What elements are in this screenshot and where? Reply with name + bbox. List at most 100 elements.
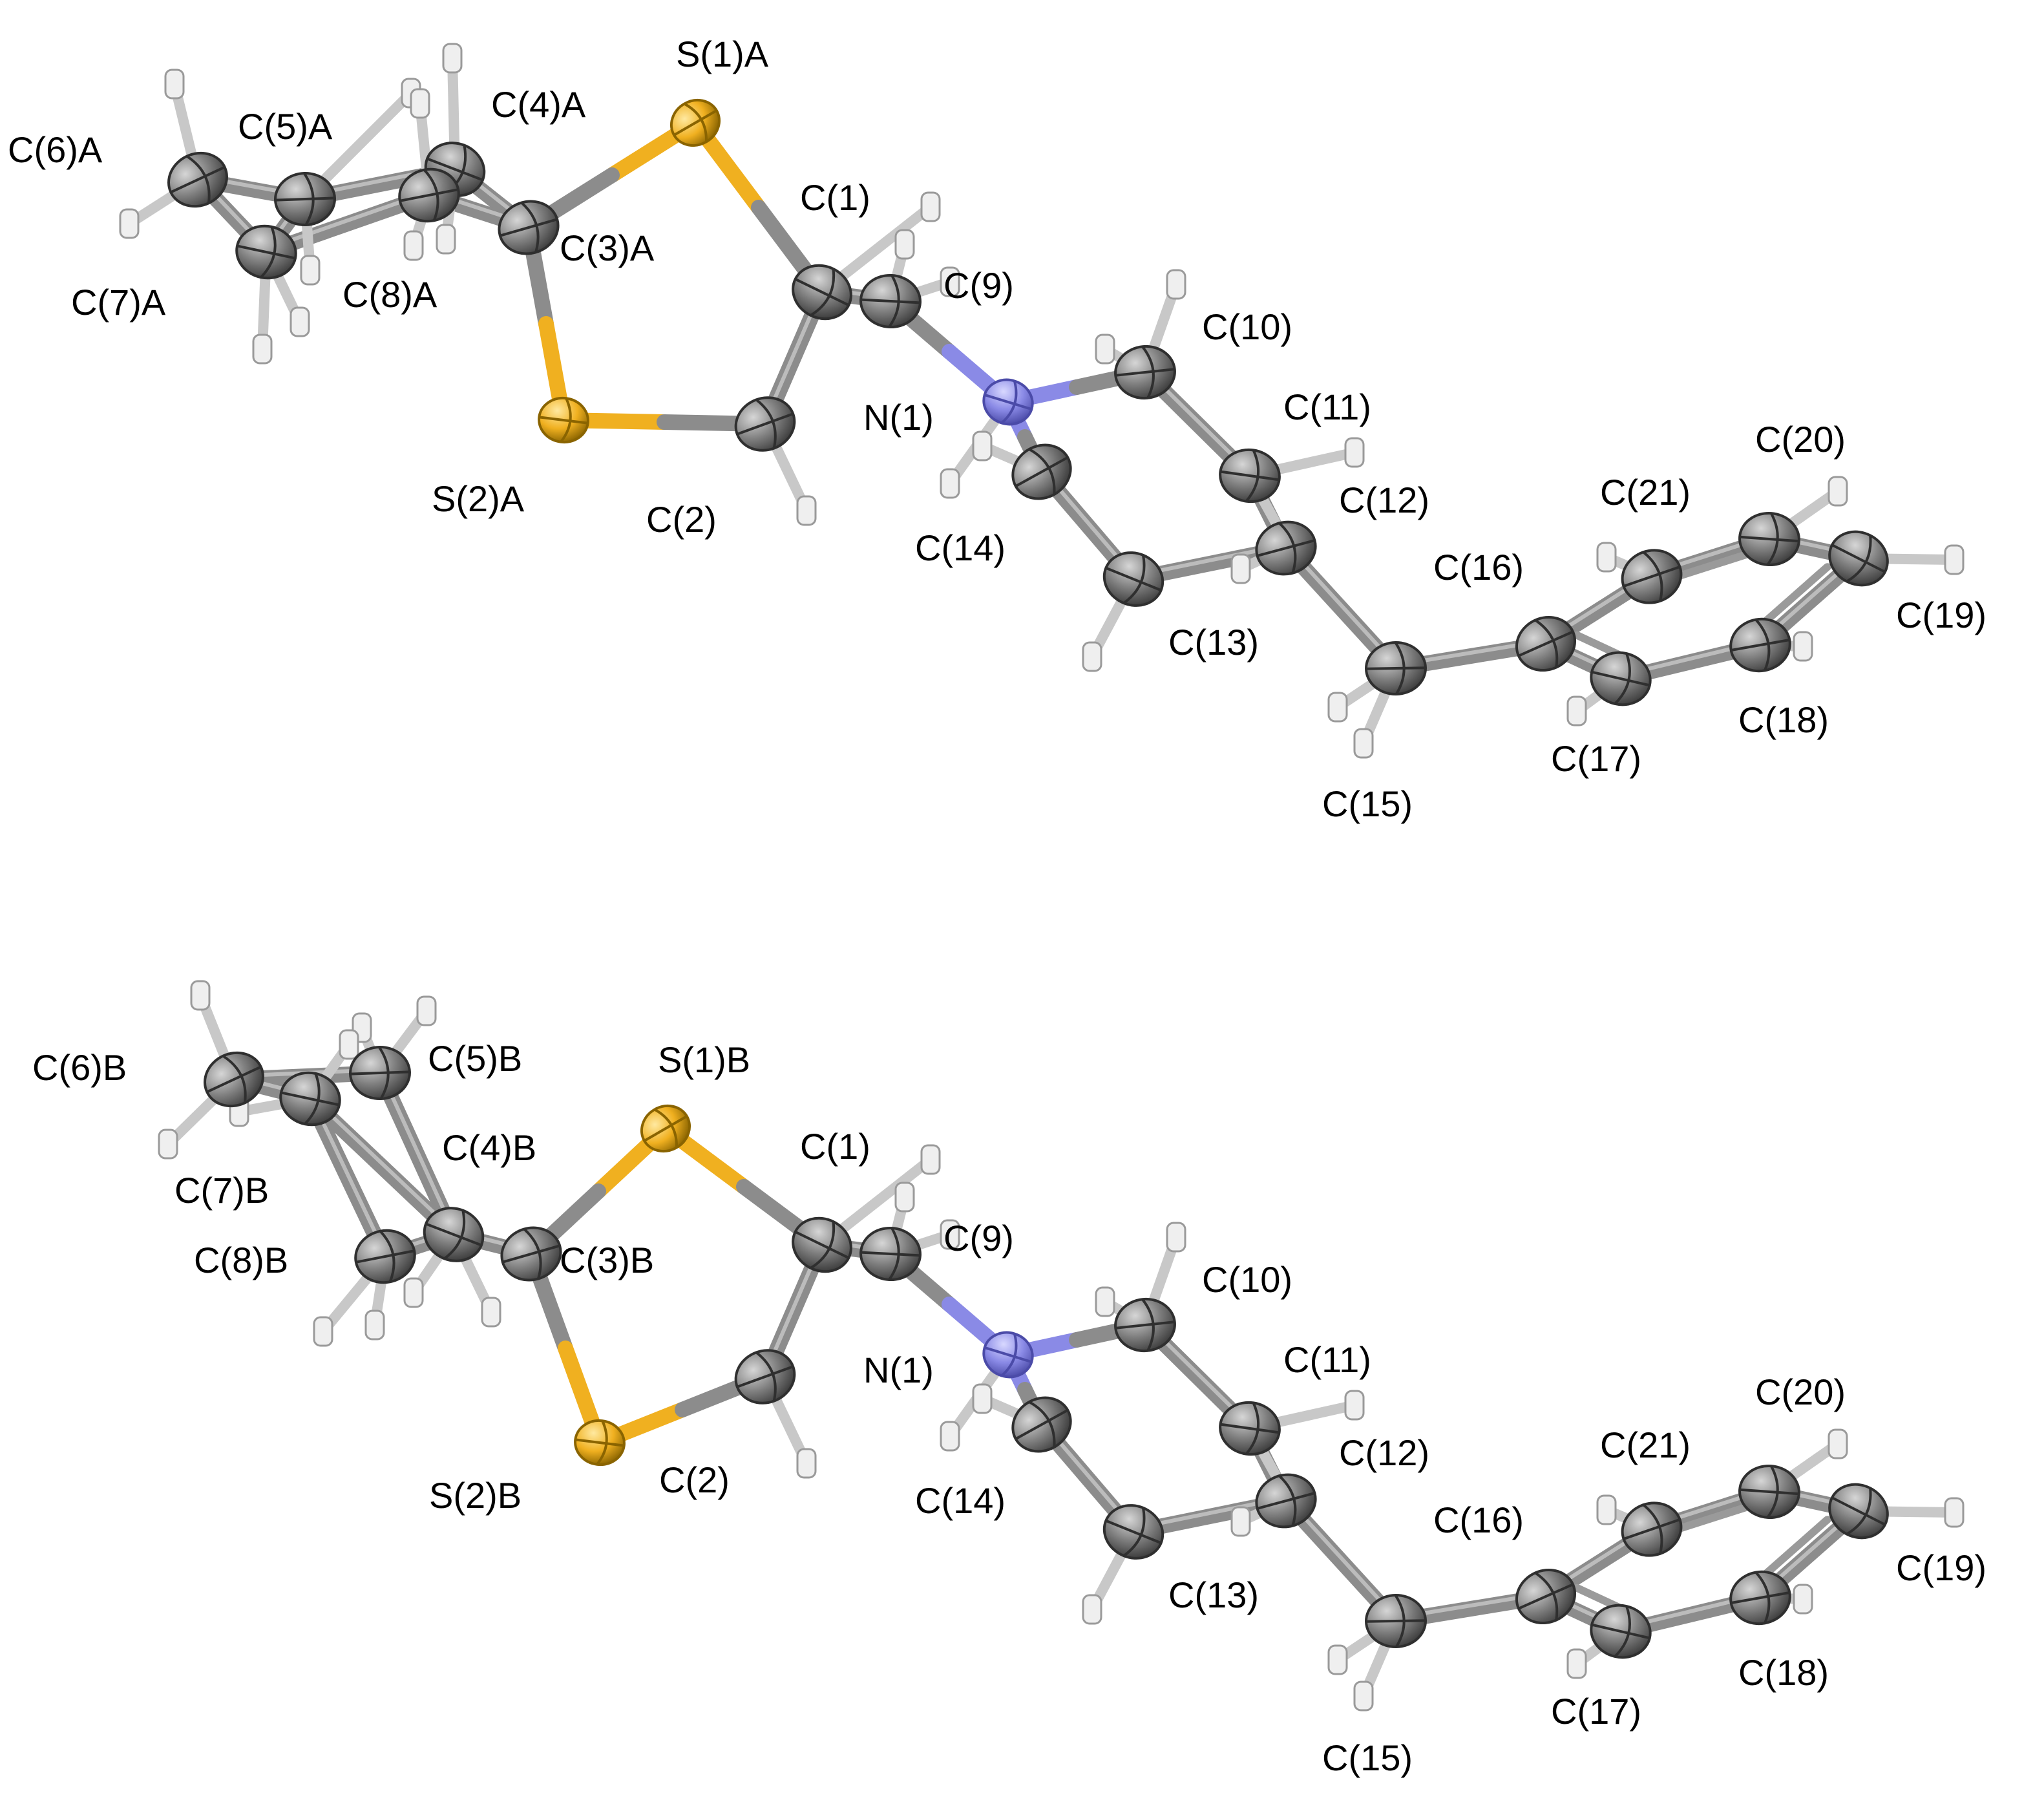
atom-b-c6 [204, 1051, 264, 1108]
hydrogen-atom-a-c10-0 [1166, 269, 1186, 300]
atom-octant-arc-b-n1 [1000, 1333, 1018, 1377]
hydrogen-atom-b-c10-0 [1166, 1222, 1186, 1253]
hydrogen-atom-a-c11-0 [1344, 437, 1365, 468]
bond-b-c4-c7-highlight [308, 1094, 456, 1233]
atom-principal-axis-a-c12 [1257, 539, 1315, 557]
atom-principal-axis-a-c11 [1220, 470, 1280, 482]
atom-principal-axis-b-c14 [1015, 1408, 1069, 1441]
atom-principal-axis-a-c16 [1518, 630, 1574, 657]
atom-principal-axis-a-c14 [1015, 456, 1069, 488]
atom-principal-axis-a-c15 [1365, 666, 1426, 670]
atom-a-c17 [1590, 651, 1652, 706]
atom-label-c8b: C(8)B [194, 1240, 288, 1280]
atom-octant-arc-b-c10 [1141, 1298, 1155, 1352]
atom-b-c14 [1011, 1396, 1072, 1453]
atom-principal-axis-b-c19 [1831, 1496, 1886, 1526]
atom-b-c10 [1114, 1297, 1176, 1353]
atom-b-c7 [279, 1071, 341, 1127]
atom-b-c12 [1255, 1473, 1317, 1529]
atom-octant-arc-a-c18 [1754, 619, 1771, 672]
atom-label-s2a: S(2)A [432, 478, 525, 519]
atom-label-c17-a: C(17) [1551, 738, 1641, 779]
atom-a-c7 [235, 224, 297, 280]
labels-layer-b: C(6)B C(5)B S(1)B C(4)B C(1) C(7)B C(8)B… [32, 1038, 1986, 1778]
atom-label-c15-b: C(15) [1322, 1737, 1413, 1778]
hydrogen-atom-a-c7-1 [290, 306, 310, 337]
atom-label-c19-b: C(19) [1896, 1547, 1986, 1588]
atom-principal-axis-b-c6 [206, 1065, 262, 1094]
hydrogen-atom-a-c5-1 [300, 255, 321, 286]
atom-principal-axis-b-c1 [794, 1231, 850, 1259]
atom-octant-arc-b-s2 [596, 1420, 608, 1465]
atom-principal-axis-a-c4 [427, 157, 483, 182]
atom-label-c2-b: C(2) [659, 1459, 730, 1500]
atom-b-s1 [640, 1104, 691, 1153]
hydrogen-atom-a-c4-0 [442, 43, 463, 74]
molecule-A: C(6)A C(5)A C(4)A S(1)A C(7)A C(8)A C(3)… [8, 34, 1986, 824]
atom-octant-arc-b-c19 [1846, 1488, 1872, 1536]
atom-label-c18-b: C(18) [1738, 1652, 1829, 1693]
atom-label-s2b: S(2)B [429, 1475, 522, 1516]
atom-octant-arc-b-c17 [1614, 1606, 1631, 1658]
atom-octant-arc-a-c3 [520, 202, 540, 253]
atom-principal-axis-b-c16 [1518, 1583, 1574, 1610]
atom-octant-arc-a-c15 [1394, 641, 1406, 695]
atom-a-c12 [1255, 520, 1317, 576]
hydrogen-atom-a-c6-0 [164, 69, 185, 100]
atom-a-c9 [859, 273, 922, 329]
atom-principal-axis-b-c5 [350, 1070, 410, 1076]
atom-b-c11 [1219, 1401, 1281, 1456]
atom-label-c14-a: C(14) [915, 527, 1006, 568]
atom-octant-arc-b-c21 [1642, 1503, 1663, 1554]
atom-a-c10 [1114, 345, 1176, 400]
atom-label-c11-b: C(11) [1283, 1339, 1371, 1380]
atom-octant-arc-a-s2 [560, 398, 572, 443]
atom-label-c6b: C(6)B [32, 1047, 127, 1088]
atom-a-c6 [167, 151, 228, 208]
atom-octant-arc-a-c19 [1846, 535, 1872, 583]
hydrogen-atom-b-c21-0 [1596, 1494, 1617, 1525]
hydrogen-atom-b-c12-0 [1230, 1506, 1251, 1537]
atom-label-c6a: C(6)A [8, 129, 103, 170]
atom-b-c9 [859, 1226, 922, 1282]
hydrogen-atom-a-c9-1 [940, 266, 960, 297]
atom-a-c1 [792, 264, 852, 321]
hydrogen-atom-b-c2-0 [796, 1448, 817, 1479]
atom-label-c17-b: C(17) [1551, 1691, 1641, 1732]
atom-octant-arc-b-c2 [755, 1351, 777, 1402]
atom-principal-axis-b-c21 [1623, 1518, 1681, 1540]
atom-principal-axis-b-c3 [502, 1244, 560, 1264]
atom-octant-arc-a-c20 [1766, 513, 1779, 566]
hydrogen-atom-a-c4-1 [436, 224, 456, 255]
atom-octant-arc-a-c10 [1141, 345, 1155, 399]
atom-octant-arc-b-c3 [523, 1228, 542, 1280]
atom-a-s1 [669, 98, 721, 147]
atom-principal-axis-b-c2 [737, 1365, 794, 1388]
hydrogen-atom-a-n1-0 [940, 468, 960, 499]
hydrogen-atom-b-c14-0 [972, 1383, 993, 1414]
atom-a-c19 [1828, 530, 1889, 587]
atom-label-c8a: C(8)A [342, 274, 437, 315]
atom-b-c1 [792, 1216, 852, 1273]
hydrogen-atom-b-c6-1 [158, 1129, 178, 1160]
atom-b-s2 [574, 1419, 626, 1467]
atom-label-c4b: C(4)B [442, 1127, 536, 1168]
atom-label-c12-b: C(12) [1339, 1432, 1429, 1473]
hydrogen-atom-b-c4-0 [403, 1277, 424, 1308]
atoms-layer-a [167, 98, 1889, 706]
atom-label-c1-b: C(1) [800, 1126, 870, 1167]
atom-octant-arc-a-c1 [810, 268, 836, 317]
atom-a-s2 [538, 396, 589, 444]
atom-a-c15 [1365, 641, 1427, 696]
atom-octant-arc-b-c15 [1394, 1594, 1406, 1648]
atom-label-c9-a: C(9) [943, 265, 1014, 306]
hydrogen-atom-b-c8-1 [364, 1309, 385, 1341]
atom-label-c16-b: C(16) [1433, 1500, 1524, 1540]
hydrogen-atom-a-c14-0 [972, 430, 993, 461]
atom-octant-arc-a-c9 [888, 275, 900, 328]
atom-principal-axis-b-c9 [860, 1251, 921, 1257]
hydrogen-atom-b-c9-0 [894, 1182, 915, 1213]
atom-principal-axis-b-c17 [1591, 1623, 1650, 1640]
atom-label-c12-a: C(12) [1339, 480, 1429, 520]
